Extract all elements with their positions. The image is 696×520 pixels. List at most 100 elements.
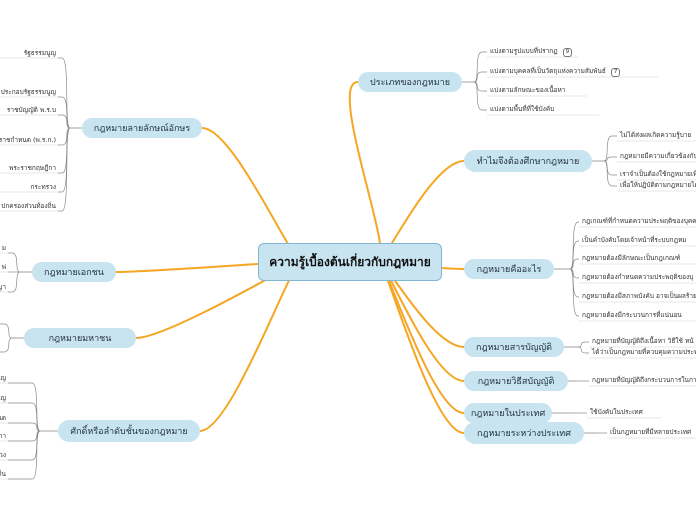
subtopic-label: แบ่งตามรูปแบบที่ปรากฏ [490, 47, 558, 55]
subtopic-item[interactable]: รัฐธรรมนูญ [24, 49, 56, 58]
subtopic-item[interactable]: เป็นกฎหมายที่มีหลายประเทศ [610, 428, 691, 437]
topic-node[interactable]: กฎหมายระหว่างประเทศ [464, 422, 584, 444]
subtopic-item[interactable]: ปกครองส่วนท้องถิ่น [1, 202, 56, 211]
branch-connector [201, 127, 301, 262]
subtopic-label: ปกครองส่วนท้องถิ่น [1, 202, 56, 210]
subtopic-item[interactable]: กฎหมายต้องมีสภาพบังคับ อาจเป็นผลร้าย [582, 292, 696, 301]
subtopic-item[interactable]: ส่วนท้องถิ่น [0, 470, 6, 479]
subtopic-label: ราชกำหนด (พ.ร.ก.) [0, 136, 56, 144]
subtopic-item[interactable]: ญา [0, 283, 6, 292]
twig-connector [8, 252, 21, 273]
subtopic-item[interactable]: กฎเกณฑ์ที่กำหนดความประพฤติของบุคคล [582, 217, 696, 226]
subtopic-label: ได้ว่าเป็นกฎหมายที่ควบคุมความประพ [592, 348, 696, 356]
subtopic-label: กฎเกณฑ์ที่กำหนดความประพฤติของบุคคล [582, 217, 696, 225]
twig-connector [577, 346, 589, 354]
topic-node[interactable]: กฎหมายวิธีสบัญญัติ [464, 371, 568, 391]
subtopic-item[interactable]: แบ่งตามรูปแบบที่ปรากฏ 9 [490, 47, 573, 57]
twig-connector [58, 96, 71, 129]
subtopic-item[interactable]: แบ่งตามพื้นที่ที่ใช้บังคับ [490, 105, 554, 114]
twig-connector [58, 114, 71, 129]
subtopic-item[interactable]: รัฐธรรมนูญ [0, 374, 6, 383]
twig-connector [473, 71, 487, 83]
subtopic-label: รัฐธรรมนูญ [23, 49, 56, 57]
subtopic-label: ราชกำหนด [0, 414, 6, 422]
subtopic-label: ราชบัญญัติ พ.ร.บ [6, 106, 56, 114]
subtopic-item[interactable]: ได้ว่าเป็นกฎหมายที่ควบคุมความประพ [592, 348, 696, 357]
topic-node[interactable]: กฎหมายสารบัญญัติ [464, 337, 564, 357]
subtopic-item[interactable]: กฎหมายที่บัญญัติถึงเนื้อหา วิธีใช้ หน้ [592, 337, 694, 346]
twig-connector [603, 160, 617, 187]
subtopic-item[interactable]: กระทรวง [30, 183, 56, 192]
subtopic-label: ส่วนท้องถิ่น [0, 470, 6, 478]
subtopic-label: ใช้บังคับในประเทศ [590, 408, 643, 416]
twig-connector [8, 402, 41, 432]
subtopic-item[interactable]: ม [2, 244, 6, 253]
subtopic-item[interactable]: เป็นคำบังคับโดยเจ้าหน้าที่ระบบกฎหม [582, 236, 687, 245]
twig-connector [569, 268, 579, 298]
topic-node[interactable]: ทำไมจึงต้องศึกษากฎหมาย [464, 150, 592, 172]
twig-connector [569, 268, 579, 317]
subtopic-label: ประกอบรัฐธรรมนูญ [0, 88, 56, 96]
subtopic-label: รัฐธรรมนูญ [0, 374, 6, 382]
subtopic-label: กฎหมายต้องกำหนดความประพฤติของบุ [582, 273, 694, 281]
twig-connector [58, 127, 71, 212]
branch-connector [199, 260, 301, 432]
subtopic-item[interactable]: กฎหมายต้องมีกระบวนการที่แน่นอน [582, 311, 682, 320]
subtopic-label: แบ่งตามบุคคลที่เป็นวัตถุแห่งความสัมพันธ์ [490, 67, 606, 75]
subtopic-label: เป็นกฎหมายที่มีหลายประเทศ [610, 428, 692, 436]
subtopic-item[interactable]: ไม่ได้ส่งผลเกิดความรู้บาย [620, 131, 691, 140]
subtopic-label: กฎหมายมีความเกี่ยวข้องกับ [620, 152, 696, 160]
subtopic-label: เราจำเป็นต้องใช้กฎหมายเพื่อ [620, 170, 696, 178]
topic-node[interactable]: ศักดิ์หรือลำดับชั้นของกฎหมาย [58, 420, 200, 442]
subtopic-item[interactable]: เราจำเป็นต้องใช้กฎหมายเพื่อ [620, 170, 696, 179]
count-badge: 7 [610, 68, 621, 77]
subtopic-label: กฎหมายที่บัญญัติถึงเนื้อหา วิธีใช้ หน้ [592, 337, 694, 345]
twig-connector [473, 51, 487, 83]
topic-node[interactable]: ประเภทของกฎหมาย [358, 72, 462, 92]
count-badge: 9 [562, 48, 573, 57]
subtopic-item[interactable]: กฎหมายมีความเกี่ยวข้องกับ [620, 152, 696, 161]
subtopic-label: ราชกฤษฎีกา [0, 432, 6, 440]
subtopic-label: แบ่งตามพื้นที่ที่ใช้บังคับ [490, 105, 555, 113]
topic-node[interactable]: กฎหมายคืออะไร [464, 259, 554, 279]
subtopic-item[interactable]: กฎหมายต้องมีลักษณะเป็นกฎเกณฑ์ [582, 254, 680, 263]
twig-connector [58, 127, 71, 193]
subtopic-label: เพื่อให้ปฏิบัติตามกฎหมายได้ [620, 181, 696, 189]
twig-connector [603, 135, 617, 162]
subtopic-item[interactable]: ราชกฤษฎีกา [0, 432, 6, 441]
topic-node[interactable]: กฎหมายลายลักษณ์อักษร [82, 118, 202, 138]
subtopic-item[interactable]: ฎกระทรวง [0, 451, 6, 460]
twig-connector [8, 271, 21, 293]
twig-connector [473, 81, 487, 111]
subtopic-label: ไม่ได้ส่งผลเกิดความรู้บาย [620, 131, 692, 139]
subtopic-item[interactable]: ราชกำหนด [0, 414, 6, 423]
central-topic[interactable]: ความรู้เบื้องต้นเกี่ยวกับกฎหมาย [258, 243, 442, 281]
subtopic-item[interactable]: แบ่งตามลักษณะของเนื้อหา [490, 86, 565, 95]
subtopic-item[interactable]: พระราชกฤษฎีกา [9, 164, 56, 173]
subtopic-item[interactable]: ราชบัญญัติ พ.ร.บ [7, 106, 56, 115]
subtopic-item[interactable]: แบ่งตามบุคคลที่เป็นวัตถุแห่งความสัมพันธ์… [490, 67, 621, 77]
subtopic-item[interactable]: กฎหมายต้องกำหนดความประพฤติของบุ [582, 273, 693, 282]
subtopic-item[interactable]: เพื่อให้ปฏิบัติตามกฎหมายได้ [620, 181, 696, 190]
twig-connector [603, 156, 617, 162]
subtopic-label: ญา [0, 283, 6, 291]
twig-connector [8, 430, 41, 442]
subtopic-label: เป็นคำบังคับโดยเจ้าหน้าที่ระบบกฎหม [582, 236, 687, 244]
twig-connector [8, 422, 41, 432]
subtopic-item[interactable]: กฎหมายที่บัญญัติถึงกระบวนการในการ [592, 376, 696, 385]
subtopic-item[interactable]: พ่ [2, 263, 6, 272]
twig-connector [569, 258, 579, 270]
topic-node[interactable]: กฎหมายเอกชน [32, 262, 116, 282]
twig-connector [577, 341, 589, 348]
subtopic-label: กฎหมายที่บัญญัติถึงกระบวนการในการ [592, 376, 696, 384]
twig-connector [8, 430, 41, 480]
topic-node[interactable]: กฎหมายในประเทศ [464, 403, 552, 423]
subtopic-item[interactable]: รัฐธรรมนูญ [0, 394, 6, 403]
subtopic-item[interactable]: ประกอบรัฐธรรมนูญ [1, 88, 56, 97]
subtopic-item[interactable]: ราชกำหนด (พ.ร.ก.) [0, 136, 56, 145]
topic-node[interactable]: กฎหมายมหาชน [24, 328, 136, 348]
subtopic-label: กระทรวง [30, 183, 56, 191]
subtopic-item[interactable]: ใช้บังคับในประเทศ [590, 408, 643, 417]
subtopic-label: ฎกระทรวง [0, 451, 6, 459]
twig-connector [8, 430, 41, 461]
